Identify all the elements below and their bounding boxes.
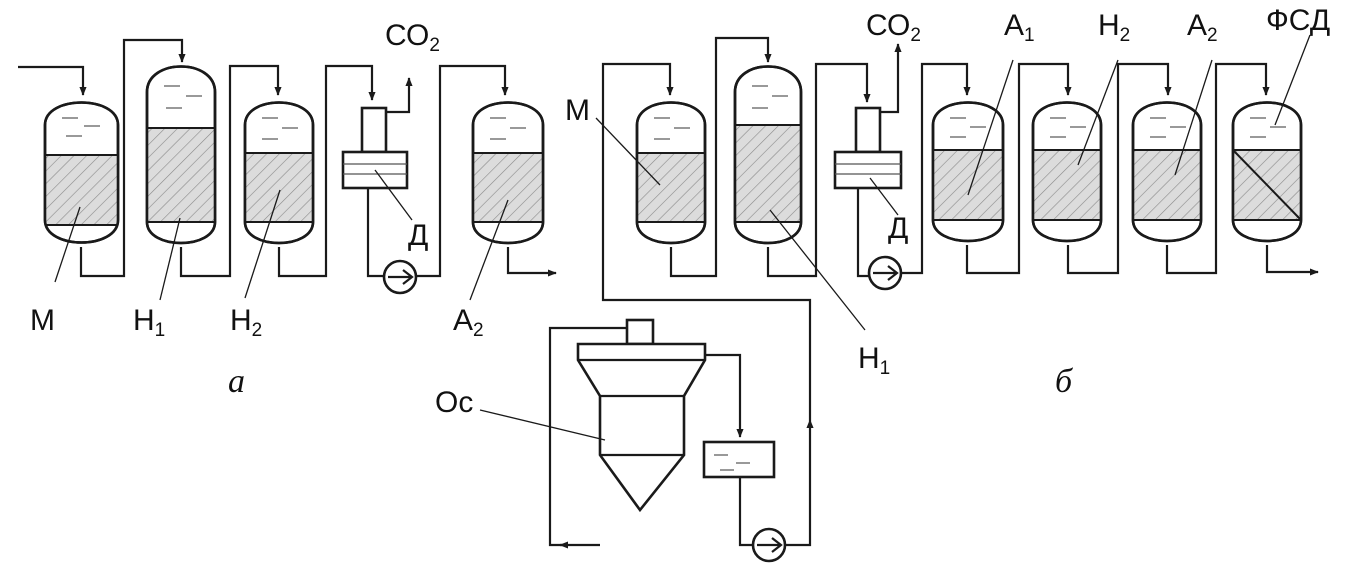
resin-bed	[735, 125, 801, 222]
leader-a2	[1174, 59, 1213, 176]
leader-d	[869, 177, 899, 216]
resin-bed	[245, 153, 313, 222]
clarifier-os	[576, 318, 707, 513]
caption-a: а	[228, 363, 245, 400]
leader-m	[54, 206, 81, 283]
leader-h1	[769, 209, 866, 331]
pipe-m-h1	[79, 38, 186, 278]
label-a1: А1	[1004, 9, 1035, 46]
scheme-b: М Н1 Д СО2 А1 Н2 А2 ФСД Ос б	[435, 4, 1330, 563]
resin-bed	[1033, 150, 1101, 220]
scheme-a: М Н1 Н2 А2 Д СО2 а	[18, 19, 557, 400]
label-a2: А2	[1187, 9, 1218, 46]
pipe-clarifier-tank	[705, 353, 744, 438]
resin-bed	[473, 153, 543, 222]
degasser-d	[341, 106, 409, 190]
leader-d	[374, 169, 413, 221]
vessel-h1	[145, 65, 217, 245]
pipe-a2-fsd	[1165, 62, 1270, 275]
co2-vent	[386, 77, 413, 114]
resin-bed	[1133, 150, 1201, 220]
leader-fsd	[1274, 34, 1311, 126]
outlet-pipe	[506, 247, 557, 277]
vessel-m	[635, 101, 707, 245]
outlet-pipe	[1265, 245, 1319, 276]
vessel-m	[43, 101, 120, 244]
pipe-h1-h2	[179, 64, 282, 278]
vessel-a2	[471, 101, 545, 245]
co2-vent	[880, 43, 902, 114]
label-os: Ос	[435, 386, 473, 419]
vessel-h2	[1031, 101, 1103, 243]
label-h2: Н2	[1098, 9, 1130, 46]
inlet-pipe	[18, 65, 87, 96]
vessel-fsd	[1231, 101, 1303, 243]
pipe-m-h1	[669, 36, 772, 278]
resin-bed	[933, 150, 1003, 220]
pump-icon	[867, 255, 903, 291]
pipe-pump-a1	[901, 62, 971, 275]
label-fsd: ФСД	[1266, 4, 1330, 37]
pipe-tank-pump	[738, 477, 752, 547]
resin-bed	[147, 128, 215, 222]
pipe-recycle-m	[601, 62, 812, 420]
leader-h2	[1077, 59, 1119, 166]
pipe-a1-h2	[965, 62, 1072, 275]
pipe-h2-degasser	[277, 64, 376, 278]
label-d: Д	[888, 212, 908, 245]
label-co2: СО2	[866, 9, 921, 46]
degasser-d	[833, 106, 903, 190]
label-m: М	[565, 94, 590, 127]
pipe-degasser-pump	[366, 188, 383, 278]
label-a2: А2	[453, 304, 484, 341]
pipe-h2-a2	[1066, 62, 1172, 275]
pipe-pump-a2	[416, 64, 509, 278]
vessel-h2	[243, 101, 315, 245]
leader-h1	[159, 217, 181, 301]
caption-b: б	[1055, 363, 1074, 400]
pipe-pump-recycle	[785, 419, 814, 547]
pipe-h1-degasser	[766, 62, 871, 278]
leader-os	[479, 409, 606, 441]
pipe-clarifier-return	[548, 326, 627, 547]
label-d: Д	[408, 219, 428, 252]
vessel-h1	[733, 65, 803, 245]
leader-a2	[469, 199, 509, 301]
leader-h2	[244, 189, 281, 299]
label-h1: Н1	[133, 304, 165, 341]
vessel-a1	[931, 101, 1005, 243]
pipe-degasser-pump	[856, 188, 869, 278]
label-m: М	[30, 304, 55, 337]
tank	[702, 440, 776, 479]
resin-bed	[45, 155, 118, 225]
label-h2: Н2	[230, 304, 262, 341]
label-co2: СО2	[385, 19, 440, 56]
pump-icon	[751, 527, 787, 563]
resin-bed	[637, 153, 705, 222]
pump-icon	[382, 259, 418, 295]
leader-m	[595, 117, 661, 186]
label-h1: Н1	[858, 342, 890, 379]
leader-a1	[967, 59, 1014, 196]
vessel-a2	[1131, 101, 1203, 243]
